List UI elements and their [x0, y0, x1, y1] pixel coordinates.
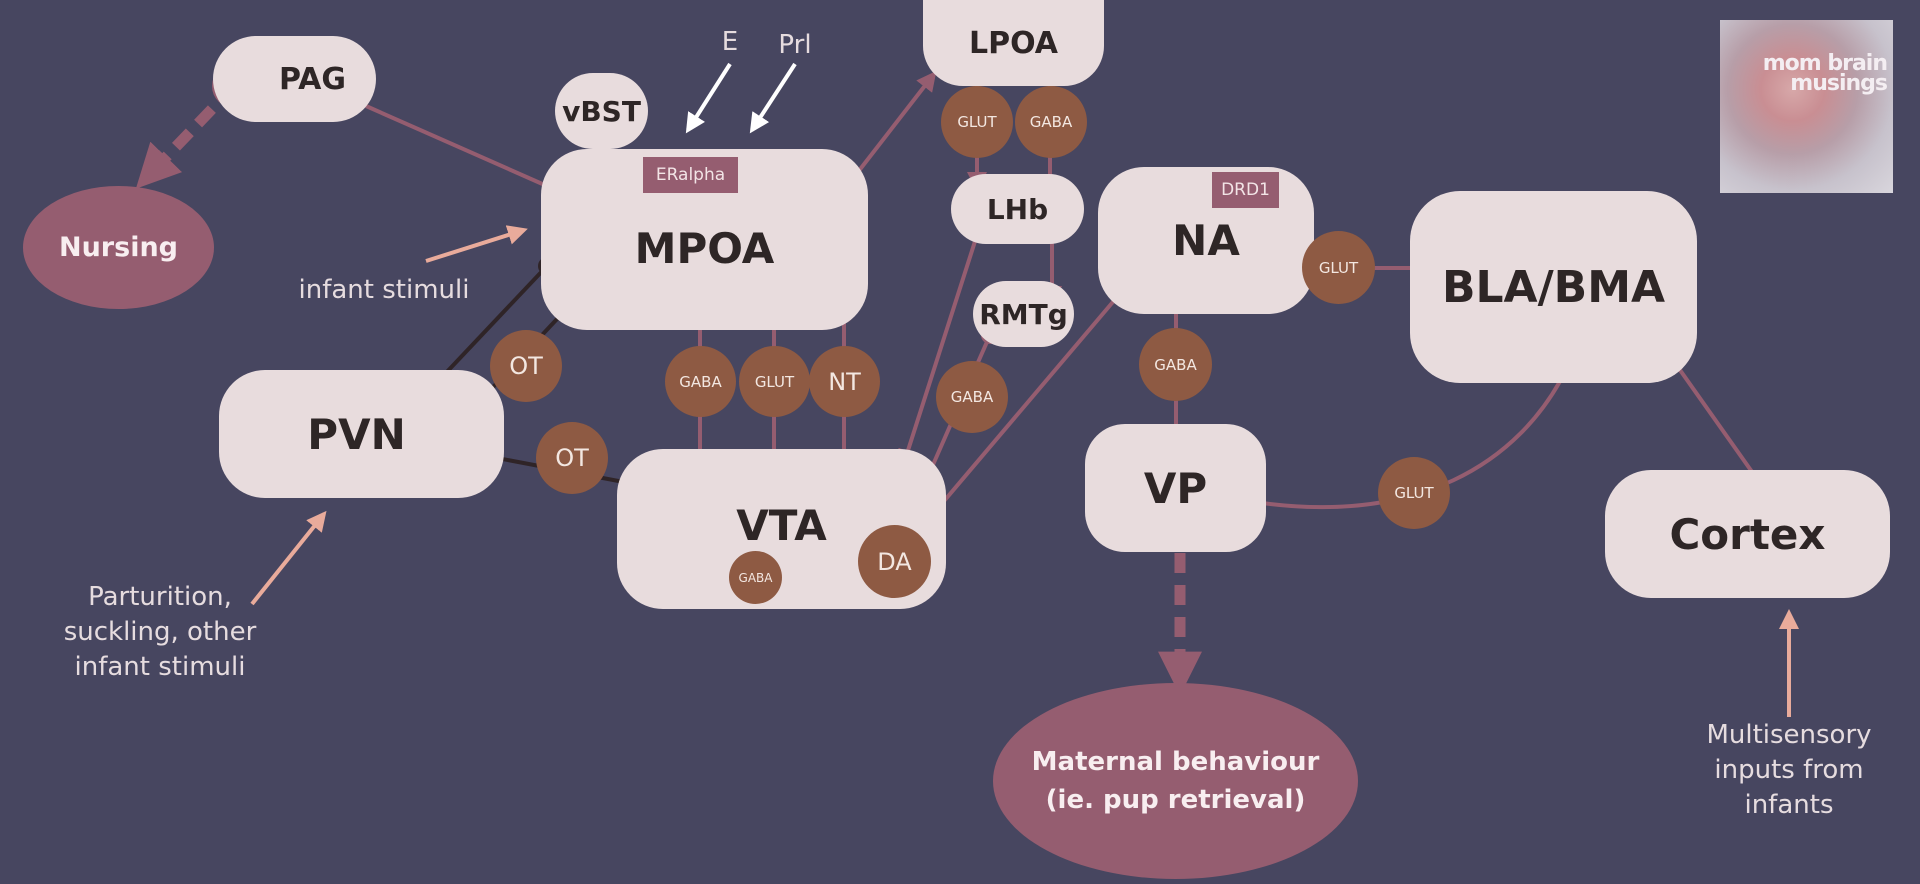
vbst-node: vBST: [555, 73, 648, 149]
bla-na-glut-circle: GLUT: [1302, 231, 1375, 304]
vta-da-circle: DA: [858, 525, 931, 598]
bla-na-glut-label: GLUT: [1318, 258, 1359, 277]
bla-vp-glut-label: GLUT: [1394, 484, 1434, 502]
maternal-behaviour-label: Maternal behaviour: [1031, 747, 1320, 777]
cortex-node: Cortex: [1605, 470, 1890, 598]
pag-node: PAG: [213, 36, 376, 122]
maternal-behaviour-output: Maternal behaviour (ie. pup retrieval): [993, 683, 1358, 879]
mpoa-nt-circle: NT: [809, 346, 880, 417]
lpoa-gaba-circle: GABA: [1015, 86, 1087, 158]
lhb-vta-arrow: [898, 231, 980, 470]
ot-upper-label: OT: [509, 352, 543, 380]
parturition-line-1: Parturition,: [88, 582, 232, 612]
mom-brain-musings-logo: mom brain musings: [1720, 20, 1893, 193]
bla-vp-glut-circle: GLUT: [1378, 457, 1450, 529]
infant-stimuli-arrow: [425, 225, 528, 263]
pag-label: PAG: [278, 61, 347, 97]
ot-lower-label: OT: [555, 444, 589, 472]
prolactin-label: Prl: [778, 30, 812, 60]
lpoa-node: LPOA: [923, 0, 1104, 86]
drd1-tag: DRD1: [1212, 172, 1279, 208]
lpoa-gaba-label: GABA: [1029, 113, 1073, 131]
vbst-label: vBST: [562, 94, 641, 128]
lhb-node: LHb: [951, 174, 1084, 244]
estrogen-arrow: [685, 62, 732, 134]
parturition-line-2: suckling, other: [63, 617, 257, 647]
rmtg-gaba-circle: GABA: [936, 361, 1008, 433]
parturition-line-3: infant stimuli: [74, 652, 246, 682]
rmtg-node: RMTg: [973, 281, 1074, 347]
mpoa-gaba-circle: GABA: [665, 346, 736, 417]
na-gaba-circle: GABA: [1139, 328, 1212, 401]
mpoa-nt-label: NT: [828, 367, 861, 396]
parturition-arrow: [250, 510, 327, 606]
pag-nursing-dashed-arrow: [135, 82, 238, 189]
lhb-label: LHb: [986, 192, 1049, 226]
nursing-label: Nursing: [58, 232, 178, 263]
na-gaba-label: GABA: [1154, 355, 1197, 374]
estrogen-label: E: [721, 27, 739, 57]
hormone-arrows: [685, 62, 797, 134]
sensory-input-arrows: [250, 225, 1799, 717]
pvn-node: PVN: [219, 370, 504, 498]
infant-stimuli-label: infant stimuli: [298, 275, 470, 305]
logo-line-2: musings: [1790, 71, 1888, 96]
bla-bma-node: BLA/BMA: [1410, 191, 1697, 383]
pag-mpoa-connection: [365, 104, 557, 192]
parturition-label: Parturition, suckling, other infant stim…: [44, 580, 276, 685]
rmtg-label: RMTg: [979, 297, 1068, 331]
vta-gaba-label: GABA: [738, 570, 773, 585]
mpoa-gaba-label: GABA: [679, 372, 722, 391]
vp-node: VP: [1085, 424, 1266, 552]
ot-upper-circle: OT: [490, 330, 562, 402]
multisensory-label: Multisensory inputs from infants: [1680, 718, 1898, 823]
eralpha-tag: ERalpha: [643, 157, 738, 193]
drd1-label: DRD1: [1221, 180, 1270, 200]
logo-text: mom brain musings: [1762, 51, 1888, 96]
multisensory-line-2: inputs from: [1714, 755, 1864, 785]
cortex-label: Cortex: [1669, 509, 1826, 559]
mpoa-label: MPOA: [634, 224, 775, 273]
na-node: NA: [1098, 167, 1314, 314]
mpoa-glut-circle: GLUT: [739, 346, 810, 417]
nursing-output: Nursing: [23, 186, 214, 309]
lpoa-glut-label: GLUT: [957, 113, 997, 131]
maternal-behaviour-example: (ie. pup retrieval): [1045, 785, 1306, 815]
eralpha-label: ERalpha: [655, 165, 726, 185]
multisensory-line-1: Multisensory: [1706, 720, 1872, 750]
lpoa-glut-circle: GLUT: [941, 86, 1013, 158]
rmtg-gaba-label: GABA: [950, 388, 994, 406]
lpoa-label: LPOA: [968, 25, 1059, 61]
na-label: NA: [1172, 216, 1240, 265]
mpoa-glut-label: GLUT: [754, 372, 795, 391]
logo-line-1: mom brain: [1762, 51, 1888, 76]
vp-label: VP: [1143, 463, 1208, 513]
prolactin-arrow: [749, 62, 797, 134]
multisensory-line-3: infants: [1744, 790, 1834, 820]
vta-gaba-circle: GABA: [729, 551, 782, 604]
vta-label: VTA: [736, 501, 827, 550]
bla-vp-curve: [1238, 371, 1567, 513]
bla-bma-label: BLA/BMA: [1441, 261, 1666, 313]
da-na-inhibition: [920, 260, 1151, 529]
ot-lower-circle: OT: [536, 422, 608, 494]
vta-da-label: DA: [877, 547, 912, 576]
pvn-label: PVN: [307, 409, 406, 459]
